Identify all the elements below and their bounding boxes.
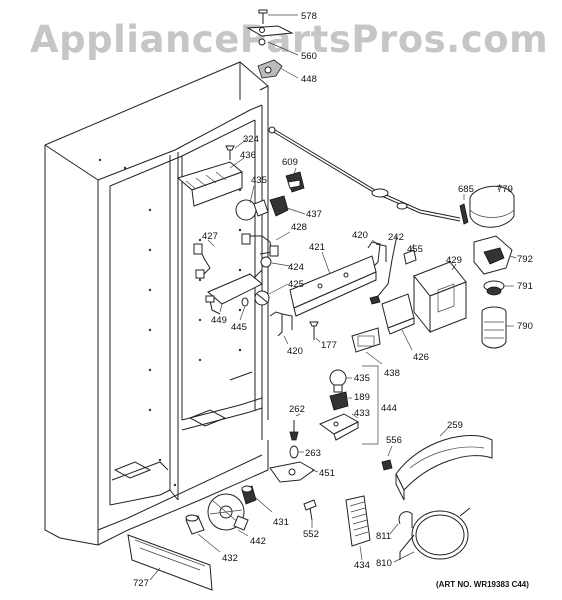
part-label[interactable]: 420 [352,230,368,241]
top-hinge-hardware [246,9,299,79]
part-label[interactable]: 435 [354,373,370,384]
part-label[interactable]: 455 [407,244,423,255]
part-label[interactable]: 434 [354,560,370,571]
part-label[interactable]: 609 [282,157,298,168]
part-label[interactable]: 437 [306,209,322,220]
part-label[interactable]: 560 [301,51,317,62]
part-label[interactable]: 811 [376,531,391,542]
water-tube-harness [268,126,461,222]
part-label[interactable]: 259 [447,420,463,431]
part-label[interactable]: 426 [413,352,429,363]
lower-light-assembly [318,365,379,445]
wire-harnesses [193,231,291,279]
part-label[interactable]: 438 [384,368,400,379]
part-label[interactable]: 685 [458,184,474,195]
watermark: AppliancePartsPros.com [30,18,548,61]
part-label[interactable]: 791 [517,281,533,292]
part-label[interactable]: 448 [301,74,317,85]
part-label[interactable]: 177 [321,340,337,351]
part-label[interactable]: 433 [354,408,370,419]
part-label[interactable]: 189 [354,392,370,403]
part-label[interactable]: 428 [291,222,307,233]
part-label[interactable]: 445 [231,322,247,333]
control-board-assembly [351,236,467,365]
part-label[interactable]: 427 [202,231,218,242]
art-number: (ART NO. WR19383 C44) [436,580,529,589]
part-label[interactable]: 262 [289,404,305,415]
part-label[interactable]: 779 [497,184,513,195]
control-housing-rail [269,239,387,345]
part-label[interactable]: 436 [240,150,256,161]
part-label[interactable]: 431 [273,517,289,528]
part-label[interactable]: 578 [301,11,317,22]
part-label[interactable]: 556 [386,435,402,446]
part-label[interactable]: 449 [211,315,227,326]
part-label[interactable]: 444 [381,403,397,414]
part-label[interactable]: 792 [517,254,533,265]
part-label[interactable]: 435 [251,175,267,186]
part-label[interactable]: 242 [388,232,404,243]
cabinet-illustration [44,61,269,591]
part-labels: 578 560 448 324 436 609 435 437 685 779 … [133,11,533,589]
part-label[interactable]: 432 [222,553,238,564]
part-label[interactable]: 263 [305,448,321,459]
part-label[interactable]: 324 [243,134,259,145]
leader-727 [149,567,161,581]
part-label[interactable]: 420 [287,346,303,357]
part-label[interactable]: 790 [517,321,533,332]
part-label[interactable]: 424 [288,262,304,273]
lower-hinge-hardware [269,413,319,483]
part-label[interactable]: 451 [319,468,335,479]
rear-duct-and-tubing [381,427,493,563]
light-housing-components [176,139,306,221]
part-label[interactable]: 425 [288,279,304,290]
part-label[interactable]: 552 [303,529,319,540]
part-label[interactable]: 442 [250,536,266,547]
damper-and-fasteners [185,485,371,561]
water-filter-assembly [459,183,517,349]
part-label[interactable]: 429 [446,255,462,266]
part-label[interactable]: 727 [133,578,149,589]
part-label[interactable]: 810 [376,558,392,569]
part-label[interactable]: 421 [309,242,325,253]
thermostat-control-assembly [205,256,291,321]
